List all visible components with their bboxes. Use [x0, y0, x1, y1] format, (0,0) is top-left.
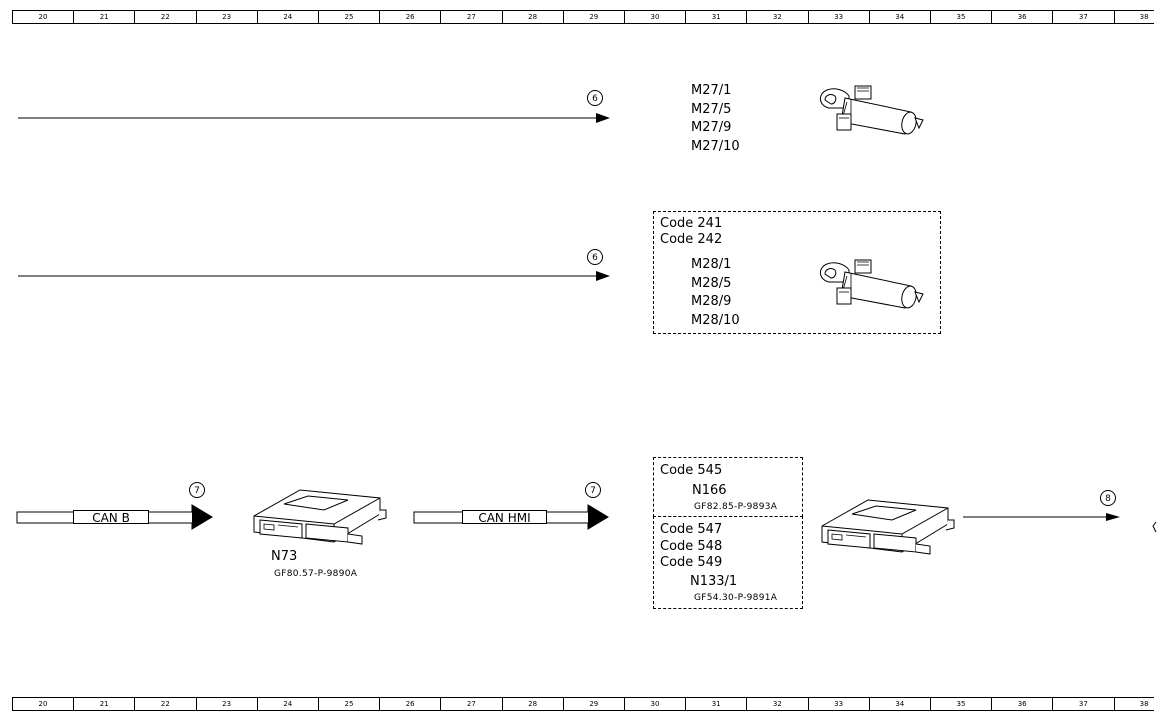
grid-column-label: 34: [868, 698, 930, 710]
component-label: M27/1: [691, 83, 732, 98]
grid-column-label: 28: [501, 11, 563, 23]
grid-column-label: 38: [1113, 11, 1163, 23]
grid-column-label: 30: [624, 698, 685, 710]
component-label: M27/5: [691, 102, 732, 117]
connector-node-6: 6: [587, 90, 603, 106]
component-label: M28/9: [691, 294, 732, 309]
grid-column-label: 20: [12, 11, 73, 23]
actuator-motor-icon: [819, 85, 924, 136]
code-label: Code 547: [660, 522, 723, 537]
grid-column-label: 25: [318, 698, 379, 710]
grid-column-label: 24: [256, 698, 318, 710]
code-label: Code 242: [660, 232, 723, 247]
connector-node-6: 6: [587, 249, 603, 265]
code-label: Code 548: [660, 539, 723, 554]
grid-column-label: 32: [746, 698, 807, 710]
grid-column-label: 27: [440, 698, 501, 710]
component-label: M27/10: [691, 139, 740, 154]
grid-column-label: 23: [195, 11, 257, 23]
grid-column-label: 35: [930, 698, 991, 710]
grid-column-label: 36: [991, 11, 1052, 23]
grid-column-label: 20: [12, 698, 73, 710]
grid-column-label: 37: [1052, 11, 1113, 23]
grid-column-label: 37: [1052, 698, 1113, 710]
grid-column-label: 22: [134, 698, 195, 710]
grid-column-label: 22: [134, 11, 195, 23]
control-module-icon: [253, 489, 387, 545]
code-label: Code 545: [660, 463, 723, 478]
module-id-n166: N166: [692, 483, 727, 498]
component-label: M28/5: [691, 276, 732, 291]
grid-column-label: 29: [562, 11, 624, 23]
module-id-n133-1: N133/1: [690, 574, 738, 589]
arrowhead-row1: [596, 113, 610, 123]
grid-column-label: 34: [868, 11, 930, 23]
grid-column-label: 26: [379, 11, 440, 23]
grid-column-label: 21: [73, 11, 134, 23]
grid-column-label: 33: [807, 698, 869, 710]
grid-column-label: 31: [685, 698, 746, 710]
module-ref: GF54.30-P-9891A: [694, 593, 778, 603]
grid-column-label: 21: [73, 698, 134, 710]
grid-column-label: 30: [624, 11, 685, 23]
module-ref: GF82.85-P-9893A: [694, 502, 778, 512]
grid-column-label: 26: [379, 698, 440, 710]
arrowhead-row2: [596, 271, 610, 281]
arrowhead-output: [1106, 513, 1120, 521]
grid-column-label: 31: [685, 11, 746, 23]
grid-column-label: 38: [1113, 698, 1163, 710]
grid-column-label: 25: [318, 11, 379, 23]
component-label: M27/9: [691, 120, 732, 135]
module-ref: GF80.57-P-9890A: [274, 569, 358, 579]
grid-column-label: 35: [930, 11, 991, 23]
grid-column-label: 33: [807, 11, 869, 23]
grid-column-label: 36: [991, 698, 1052, 710]
control-module-icon: [821, 499, 955, 555]
component-label: M28/1: [691, 257, 732, 272]
module-id-n73: N73: [271, 549, 298, 564]
grid-column-label: 28: [501, 698, 563, 710]
can-b-label: CAN B: [73, 510, 149, 525]
code-label: Code 549: [660, 555, 723, 570]
code-label: Code 241: [660, 216, 723, 231]
grid-column-label: 29: [562, 698, 624, 710]
grid-column-label: 27: [440, 11, 501, 23]
component-label: M28/10: [691, 313, 740, 328]
option-box-code-547-549: [653, 516, 803, 609]
connector-node-7: 7: [189, 482, 205, 498]
connector-node-8: 8: [1100, 490, 1116, 506]
grid-column-label: 24: [256, 11, 318, 23]
grid-column-label: 32: [746, 11, 807, 23]
can-hmi-label: CAN HMI: [462, 510, 547, 525]
connector-node-7: 7: [585, 482, 601, 498]
grid-column-label: 23: [195, 698, 257, 710]
option-box-code-241-242: [653, 211, 941, 334]
